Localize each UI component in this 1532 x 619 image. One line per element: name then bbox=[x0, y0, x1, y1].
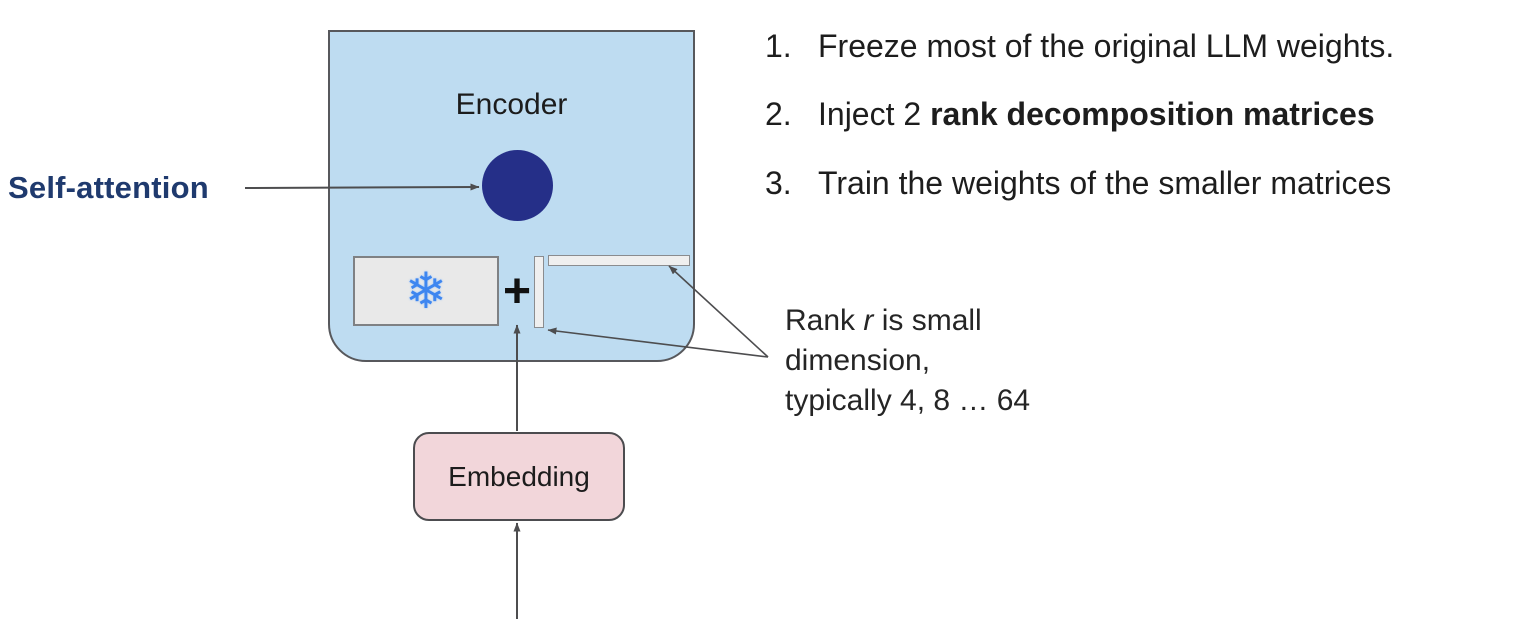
list-item-number: 3. bbox=[765, 165, 792, 201]
list-item-text: Inject 2 bbox=[818, 96, 931, 132]
list-item-bold-text: rank decomposition matrices bbox=[930, 96, 1375, 132]
frozen-weights-box: ❄ bbox=[353, 256, 499, 326]
list-item: 3. Train the weights of the smaller matri… bbox=[765, 165, 1532, 202]
list-item: 2. Inject 2 rank decomposition matrices bbox=[765, 96, 1532, 133]
rank-line1-italic-r: r bbox=[863, 304, 874, 337]
list-item-number: 2. bbox=[765, 96, 792, 132]
self-attention-circle bbox=[482, 150, 553, 221]
list-item: 1. Freeze most of the original LLM weight… bbox=[765, 28, 1532, 65]
list-item-text: Freeze most of the original LLM weights. bbox=[818, 28, 1395, 64]
rank-matrix-vertical bbox=[534, 256, 544, 328]
list-item-text: Train the weights of the smaller matrice… bbox=[818, 165, 1392, 201]
rank-annotation-line1: Rank r is small bbox=[785, 301, 1030, 341]
rank-line1-prefix: Rank bbox=[785, 304, 864, 337]
embedding-label: Embedding bbox=[448, 460, 590, 492]
self-attention-label: Self-attention bbox=[8, 170, 209, 205]
rank-annotation-line2: dimension, bbox=[785, 344, 931, 377]
list-item-number: 1. bbox=[765, 28, 792, 64]
plus-sign: + bbox=[502, 265, 532, 318]
rank-line1-suffix: is small bbox=[873, 304, 982, 337]
rank-annotation-line3: typically 4, 8 … 64 bbox=[785, 384, 1031, 417]
encoder-label: Encoder bbox=[455, 88, 568, 121]
rank-annotation: Rank r is small dimension, typically 4, … bbox=[785, 301, 1030, 421]
rank-matrix-horizontal bbox=[548, 255, 690, 266]
snowflake-icon: ❄ bbox=[405, 262, 447, 320]
embedding-box: Embedding bbox=[413, 432, 625, 521]
